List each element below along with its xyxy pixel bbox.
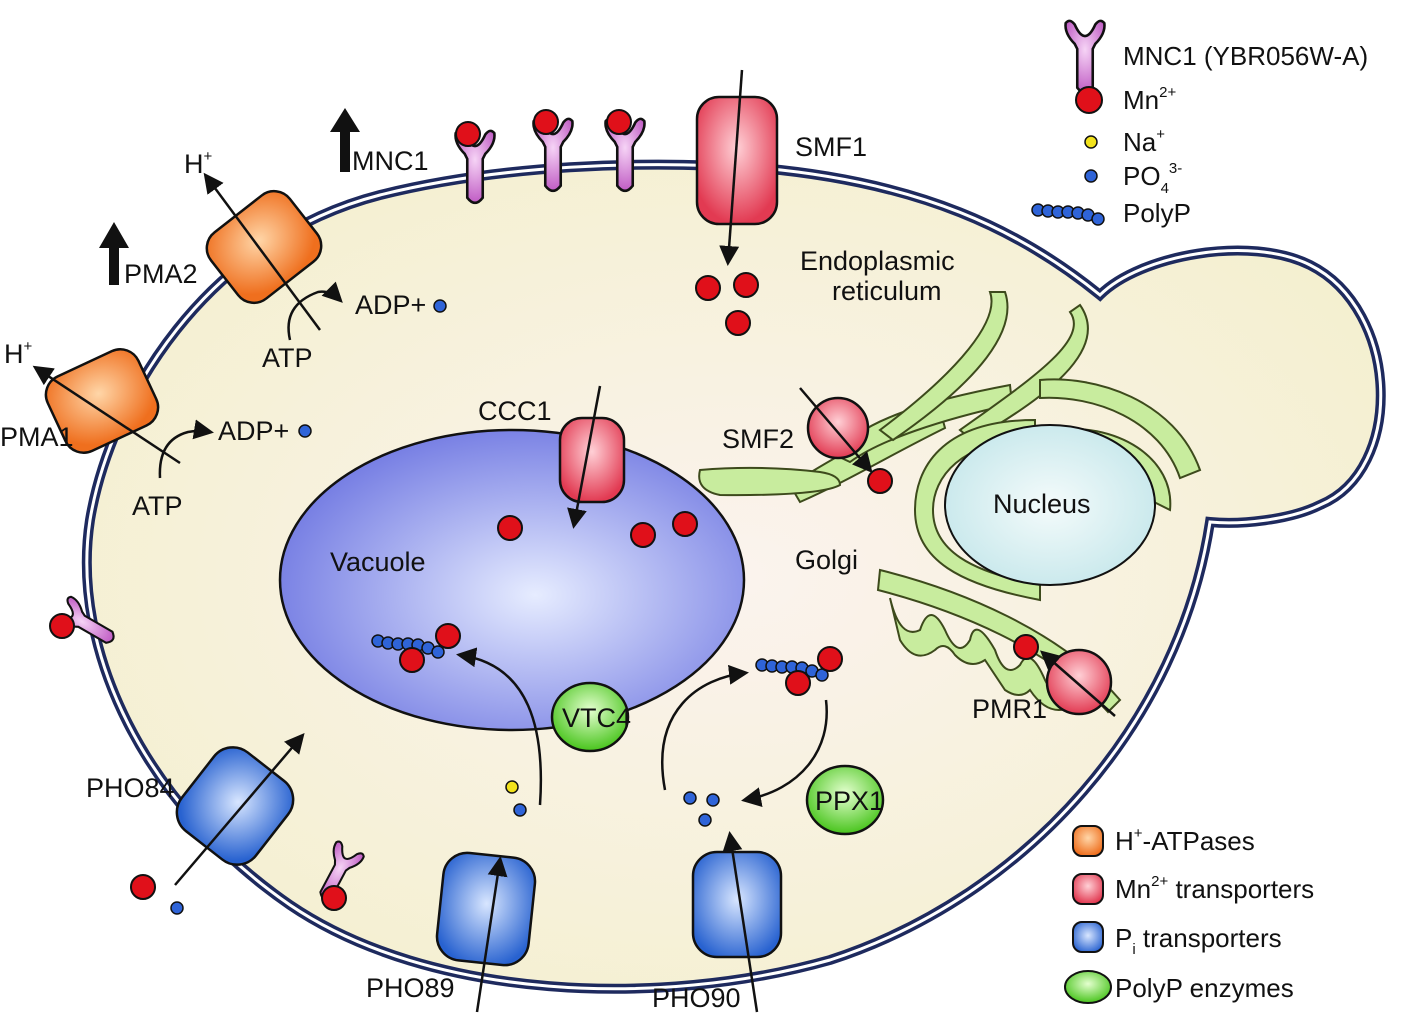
mnc1-upregulated: MNC1: [330, 108, 429, 176]
legend-na: Na+: [1123, 126, 1165, 157]
mn-ion-icon: [725, 310, 751, 336]
po4-ion-icon: [298, 424, 312, 438]
ppx1-enzyme: [805, 764, 885, 836]
pma1-atp-label: ATP: [132, 491, 183, 521]
legend-h-atpases: H+-ATPases: [1115, 825, 1255, 856]
ccc1-transporter: CCC1: [478, 385, 626, 529]
vtc4-label: VTC4: [562, 703, 631, 733]
ccc1-label: CCC1: [478, 396, 552, 426]
mn-ion-icon: [630, 522, 656, 548]
mn-ion-icon: [867, 468, 893, 494]
pma1-adp-label: ADP+: [218, 416, 289, 446]
pma2-upregulated: PMA2: [99, 222, 198, 289]
mn-ion-icon: [130, 874, 156, 900]
pho89-label: PHO89: [366, 973, 455, 1003]
mn-ion-icon: [1013, 634, 1039, 660]
polyp-chain-icon: [1031, 203, 1105, 226]
nucleus-label: Nucleus: [993, 489, 1091, 519]
legend-ions: MNC1 (YBR056W-A) Mn2+ Na+ PO43- PolyP: [1031, 19, 1368, 228]
nucleus: [944, 424, 1156, 586]
legend-polyp-enzymes: PolyP enzymes: [1115, 973, 1294, 1003]
golgi-label: Golgi: [795, 545, 858, 575]
po4-ion-icon: [170, 901, 184, 915]
er-label-line1: Endoplasmic: [800, 246, 955, 276]
pho90-label: PHO90: [652, 983, 741, 1013]
legend-pi-transporters: Pi transporters: [1115, 923, 1282, 958]
pma1-label: PMA1: [0, 422, 74, 452]
pma1-h-label: H+: [4, 338, 33, 369]
smf2-label: SMF2: [722, 424, 794, 454]
polyp-chain-vacuole: [371, 623, 461, 673]
po4-ion-icon: [698, 813, 712, 827]
pma2-adp-label: ADP+: [355, 290, 426, 320]
vacuole: [278, 428, 746, 732]
na-ion-icon: [505, 780, 519, 794]
pmr1-transporter: PMR1: [972, 648, 1116, 724]
ppx1-label: PPX1: [815, 786, 884, 816]
legend-mn: Mn2+: [1123, 84, 1176, 115]
mnc1-membrane-group: [454, 109, 646, 205]
smf1-label: SMF1: [795, 132, 867, 162]
mn-ion-icon: [399, 647, 425, 673]
legend-swatch-blue: [1072, 921, 1104, 953]
mnc1-protein-icon: [1063, 19, 1107, 95]
mn-ion-icon: [49, 613, 75, 639]
up-arrow-icon: [99, 222, 129, 285]
legend-swatch-red: [1072, 873, 1104, 905]
ppx1-hydrolysis-arrow: [741, 699, 828, 807]
mn-ion-icon: [497, 515, 523, 541]
polyp-chain-icon: [371, 634, 445, 659]
po4-ion-icon: [1084, 169, 1098, 183]
up-arrow-icon: [330, 108, 360, 172]
po4-ion-icon: [706, 793, 720, 807]
mn-ion-icon: [785, 670, 811, 696]
pho89-transporter: PHO89: [366, 851, 537, 1013]
pma2-up-label: PMA2: [124, 259, 198, 289]
po4-ion-icon: [683, 791, 697, 805]
vtc4-enzyme: [550, 681, 630, 753]
vacuole-label: Vacuole: [330, 547, 426, 577]
smf2-transporter: SMF2: [722, 387, 873, 474]
mn-ion-icon: [695, 275, 721, 301]
mn-ion-icon: [321, 885, 347, 911]
mn-ion-icon: [606, 109, 632, 135]
legend-polyp: PolyP: [1123, 198, 1191, 228]
polyp-chain-cytoplasm: [755, 646, 843, 696]
mn-ion-icon: [1075, 86, 1103, 114]
smf1-transporter: SMF1: [695, 69, 867, 266]
pho84-label: PHO84: [86, 773, 175, 803]
mn-ion-icon: [533, 109, 559, 135]
pma2-transporter: H+ ADP+ ATP: [184, 148, 447, 373]
mn-ion-icon: [672, 511, 698, 537]
legend-po4: PO43-: [1123, 160, 1182, 197]
pho90-transporter: PHO90: [652, 831, 783, 1013]
pmr1-label: PMR1: [972, 694, 1047, 724]
pma2-atp-label: ATP: [262, 343, 313, 373]
legend-swatch-orange: [1072, 825, 1104, 857]
pho84-transporter: PHO84: [86, 732, 305, 886]
po4-ion-icon: [513, 803, 527, 817]
mn-ion-icon: [435, 623, 461, 649]
pma2-h-label: H+: [184, 148, 213, 179]
legend-mn-transporters: Mn2+ transporters: [1115, 873, 1314, 904]
mn-ion-icon: [817, 646, 843, 672]
mn-ion-icon: [455, 121, 481, 147]
vtc4-polyp-arrow: [456, 647, 543, 806]
mn-ion-icon: [733, 272, 759, 298]
legend-mnc1: MNC1 (YBR056W-A): [1123, 41, 1368, 71]
polyp-synthesis-arrow: [661, 664, 749, 791]
legend-swatch-green: [1064, 970, 1112, 1004]
pma1-transporter: H+ ADP+ ATP PMA1: [0, 338, 312, 521]
mnc1-up-label: MNC1: [352, 146, 429, 176]
er-label-line2: reticulum: [832, 276, 942, 306]
na-ion-icon: [1084, 135, 1098, 149]
legend-proteins: H+-ATPases Mn2+ transporters Pi transpor…: [1064, 825, 1314, 1004]
po4-ion-icon: [433, 299, 447, 313]
